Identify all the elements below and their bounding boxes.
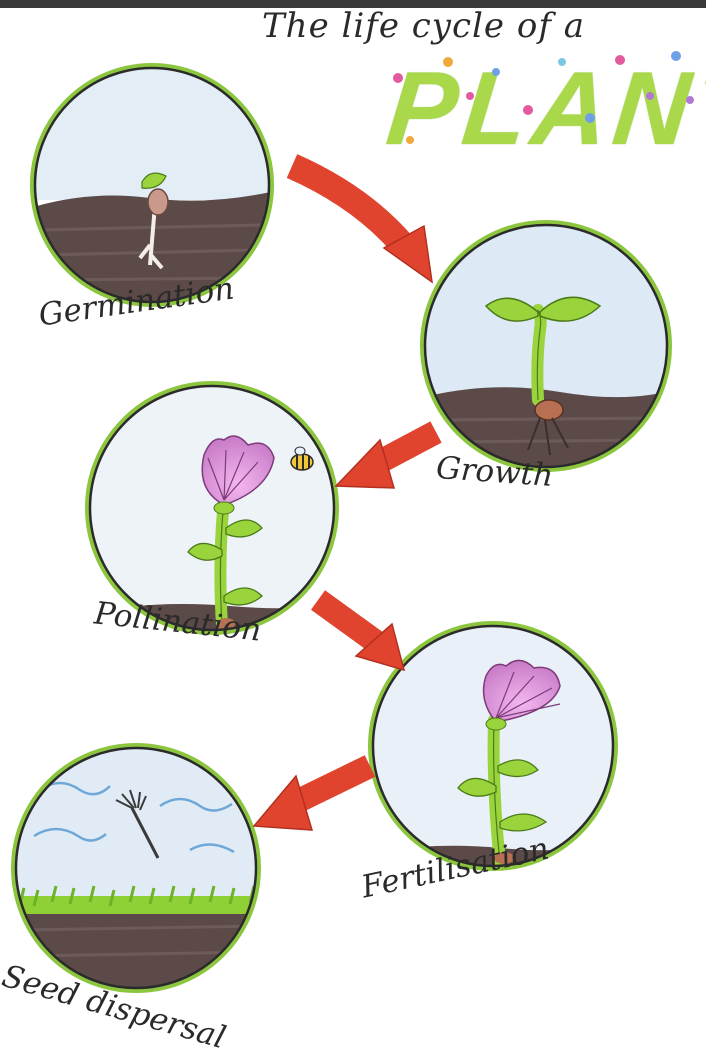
life-cycle-diagram: The life cycle of a PLANT bbox=[0, 0, 706, 1028]
stage-fertilisation-circle bbox=[370, 624, 620, 870]
stage-germination-circle bbox=[30, 60, 280, 310]
diagram-drawing bbox=[0, 0, 706, 1028]
stage-growth-circle bbox=[420, 220, 680, 470]
arrow-growth-to-pollination bbox=[336, 432, 436, 488]
arrow-pollination-to-fertilisation bbox=[318, 600, 404, 670]
stage-seed-dispersal-circle bbox=[14, 746, 264, 994]
arrow-fertilisation-to-seed-dispersal bbox=[254, 766, 370, 830]
arrow-germination-to-growth bbox=[292, 166, 432, 282]
title-flowers-decoration bbox=[393, 51, 694, 144]
